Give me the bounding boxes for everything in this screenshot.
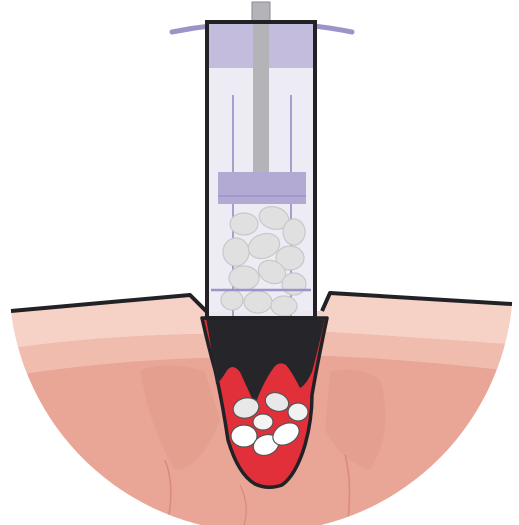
barrel-pellet	[223, 238, 249, 266]
plunger-head	[218, 172, 306, 204]
barrel-pellet	[230, 213, 258, 235]
barrel-pellet	[282, 273, 306, 295]
wound-pellet	[231, 425, 257, 447]
barrel-pellet	[271, 296, 297, 316]
wound-pellet	[288, 403, 308, 421]
barrel-pellet	[229, 266, 259, 290]
barrel-pellet	[244, 291, 272, 313]
barrel-pellet	[221, 290, 243, 310]
barrel-pellet	[283, 219, 305, 245]
syringe-applicator	[172, 2, 352, 318]
plunger-rod	[253, 22, 269, 172]
wound-pellet	[253, 414, 273, 430]
